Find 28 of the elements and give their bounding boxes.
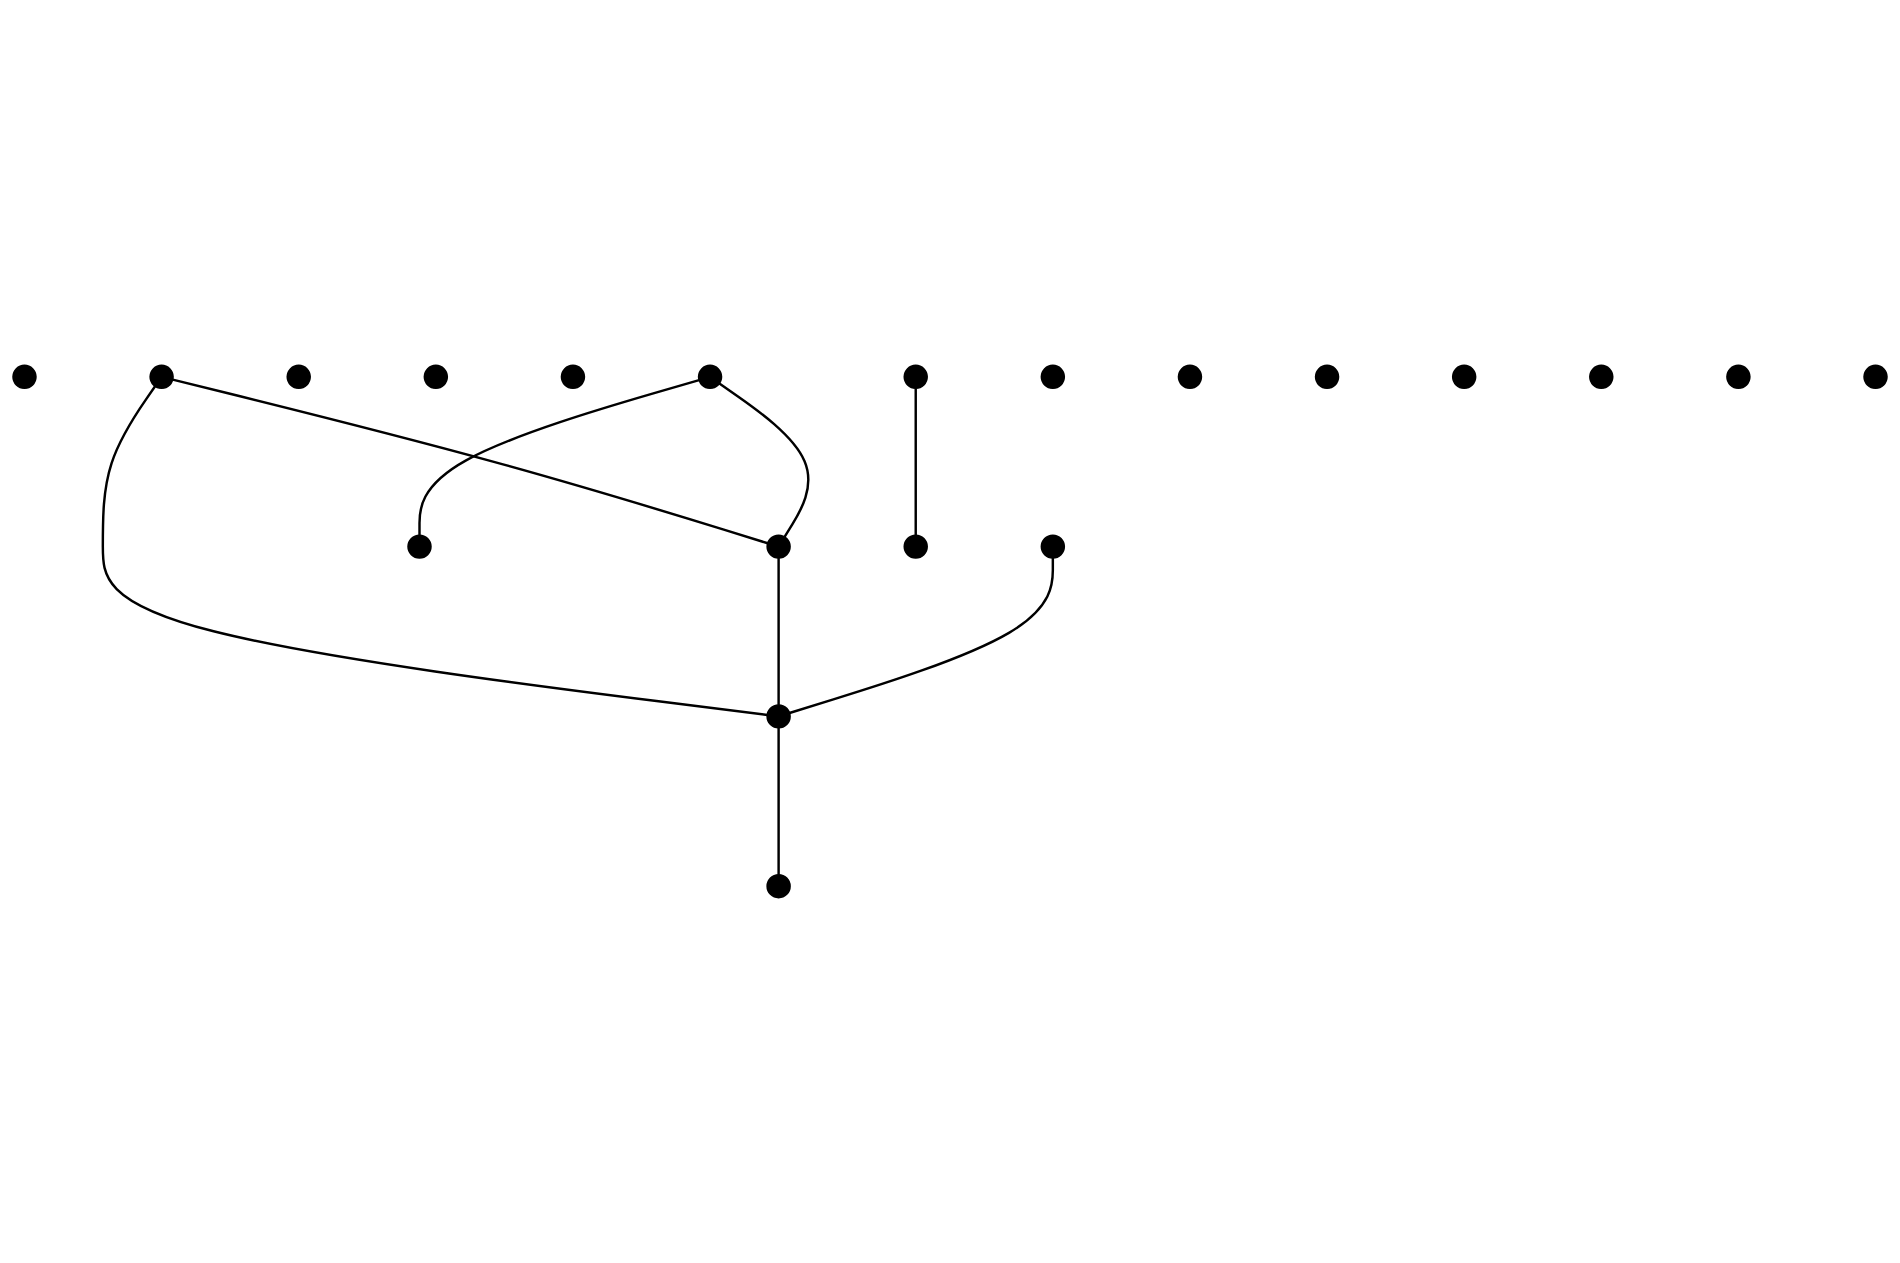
node-circle xyxy=(766,873,791,899)
node-circle xyxy=(903,534,928,559)
node-circle xyxy=(12,364,37,390)
connector xyxy=(718,382,810,538)
node-circle xyxy=(903,364,928,390)
node-circle xyxy=(1863,364,1888,390)
connector xyxy=(777,727,780,875)
node-circle xyxy=(1726,364,1751,390)
connector xyxy=(789,558,1055,715)
connector xyxy=(101,385,768,717)
node-circle xyxy=(423,364,449,390)
connector xyxy=(777,558,780,705)
node-circle xyxy=(149,364,174,390)
node-circle xyxy=(766,704,791,729)
connector xyxy=(172,378,769,545)
node-circle xyxy=(697,364,723,390)
node-circle xyxy=(1177,364,1203,390)
node-circle xyxy=(1314,364,1340,390)
node-circle xyxy=(1451,364,1477,390)
node-circle xyxy=(1589,364,1614,390)
node-circle xyxy=(1040,364,1066,390)
node-circle xyxy=(766,534,791,559)
node-circle xyxy=(407,534,432,559)
node-circle xyxy=(1040,534,1066,559)
node-circle xyxy=(286,364,311,390)
connector xyxy=(914,388,917,536)
connector xyxy=(418,378,700,536)
node-circle xyxy=(560,364,586,390)
